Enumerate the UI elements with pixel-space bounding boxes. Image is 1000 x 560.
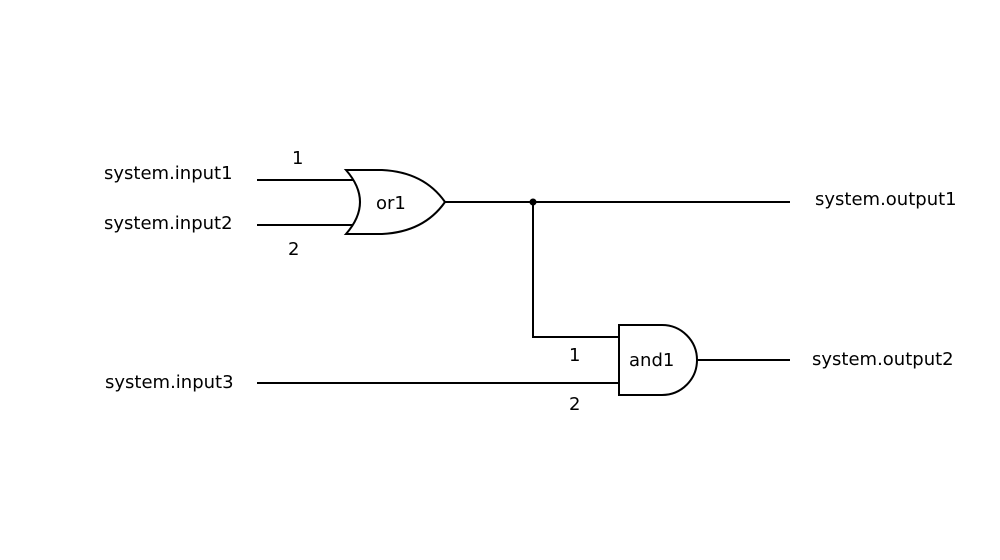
or-gate-shape: [343, 169, 447, 235]
and-gate-pin1-label: 1: [569, 345, 580, 366]
and-gate-name: and1: [629, 350, 674, 371]
or-gate-pin1-label: 1: [292, 148, 303, 169]
output1-label: system.output1: [815, 189, 957, 210]
or-gate-name: or1: [376, 193, 406, 214]
and-gate-pin2-label: 2: [569, 394, 580, 415]
or-gate-pin2-label: 2: [288, 239, 299, 260]
input1-label: system.input1: [104, 163, 233, 184]
wire-junction-to-and1: [532, 202, 620, 338]
input3-label: system.input3: [105, 372, 234, 393]
junction-dot: [529, 198, 537, 206]
and-gate-shape: [618, 324, 698, 396]
output2-label: system.output2: [812, 349, 954, 370]
input2-label: system.input2: [104, 213, 233, 234]
